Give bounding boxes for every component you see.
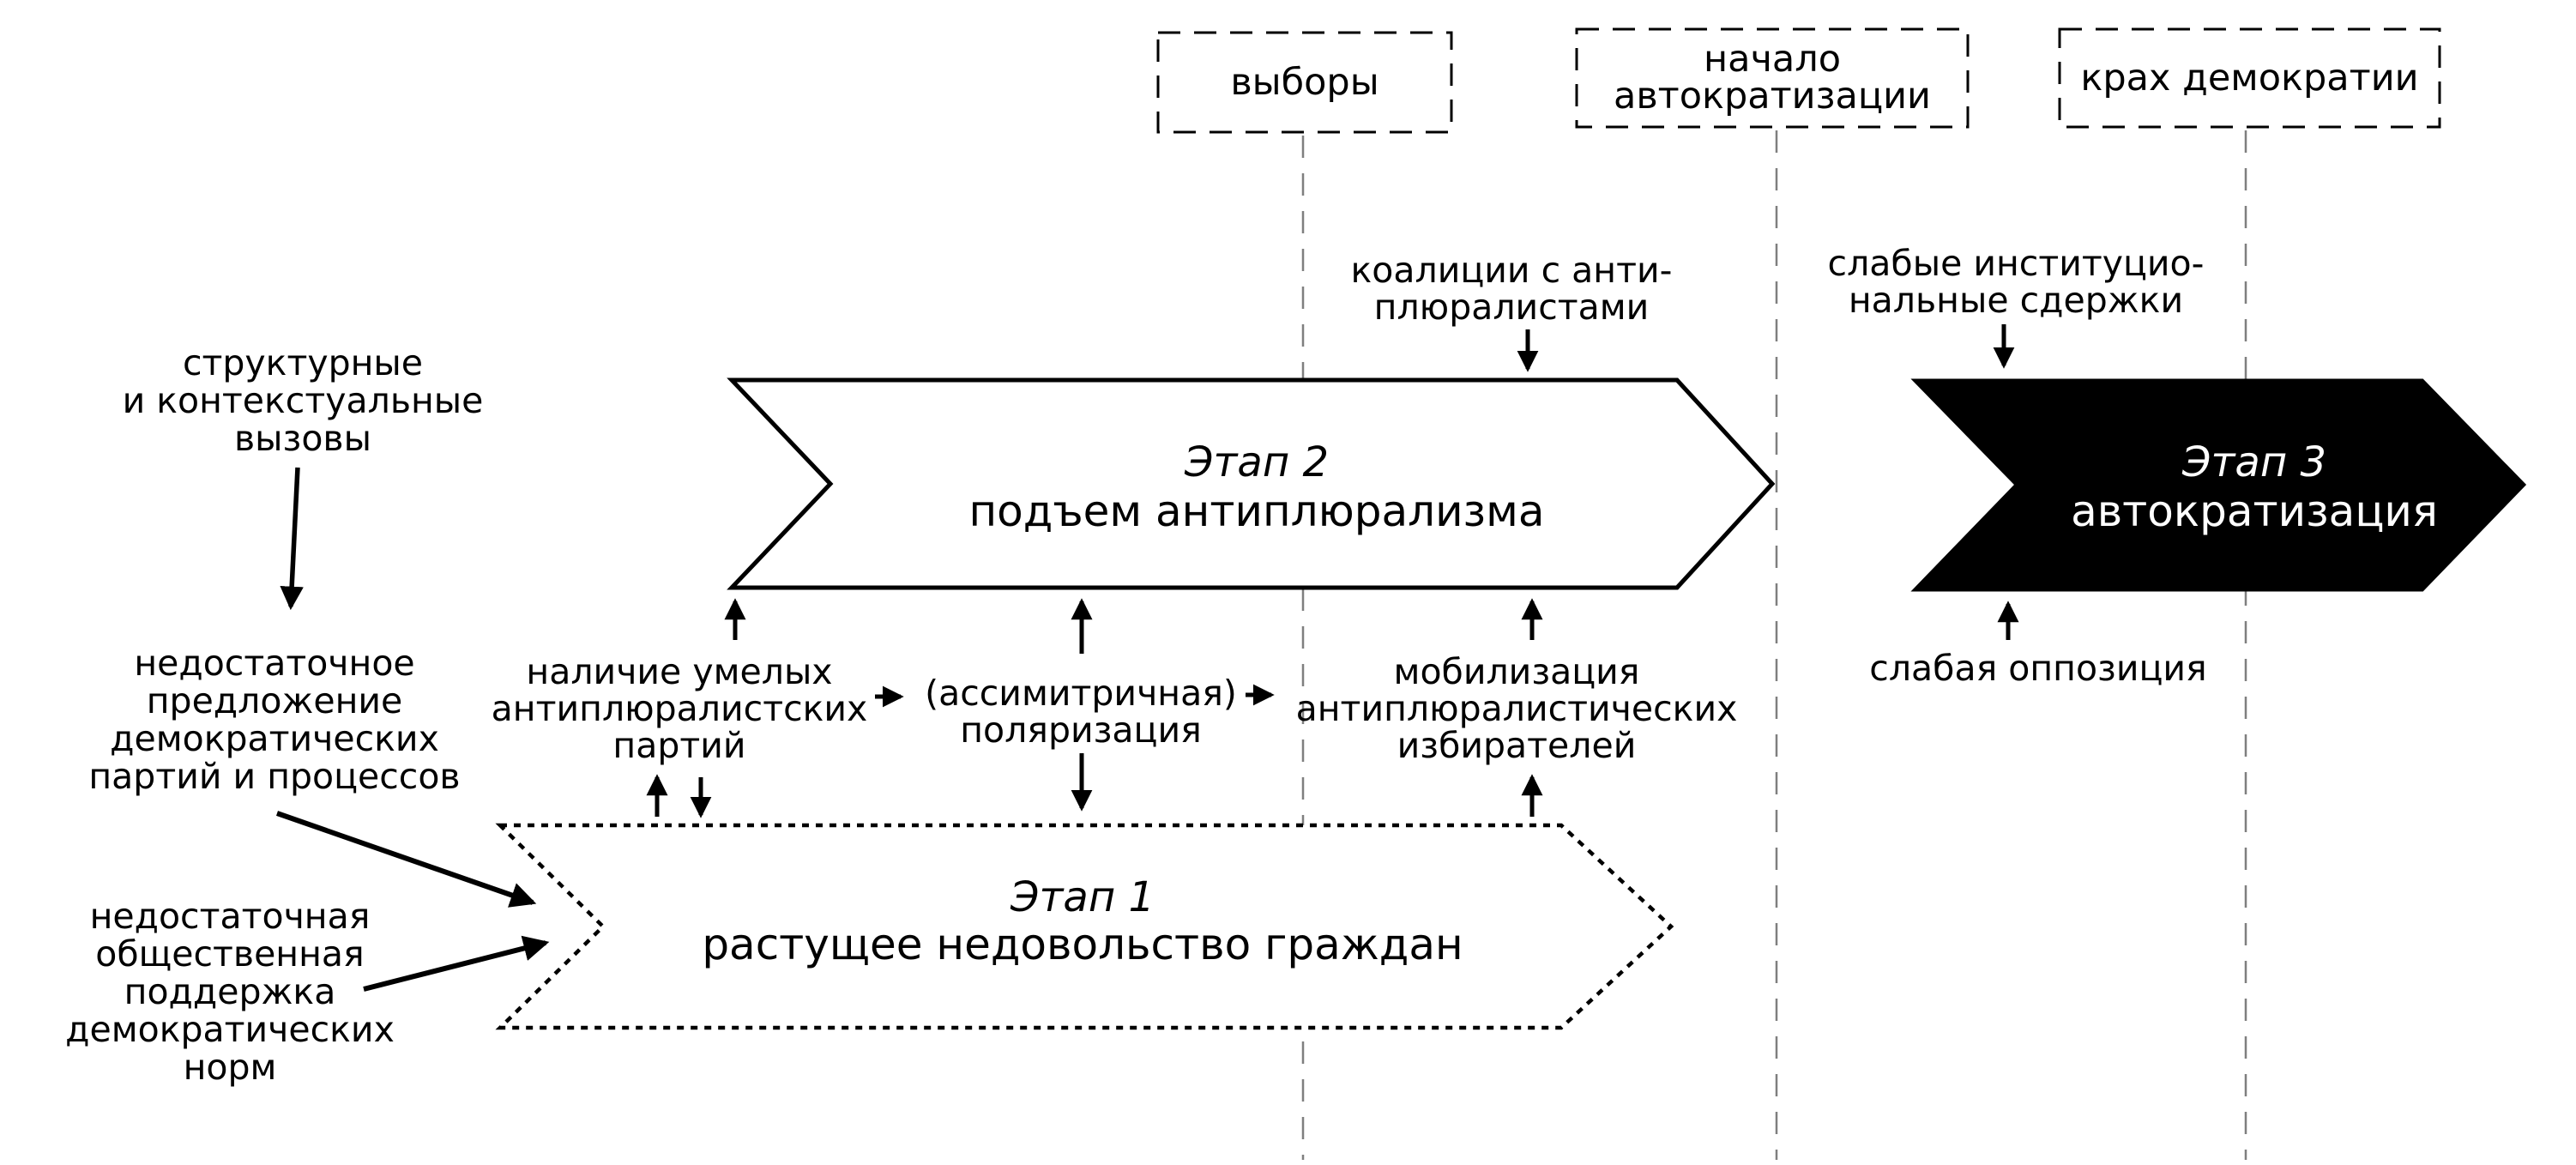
arrow-structural-to-supply	[280, 467, 304, 611]
factor-skilled-antipluralist-parties: наличие умелых антиплюралистских партий	[491, 651, 868, 766]
factor-weak-opposition: слабая оппозиция	[1869, 648, 2207, 689]
stage-1-chevron	[495, 823, 1674, 1030]
stage-2-text: Этап 2 подъем антиплюрализма	[828, 438, 1686, 536]
arrow-support-to-stage1	[363, 935, 550, 992]
arrow-supply-to-stage1	[276, 811, 537, 908]
stage-2-subtitle: подъем антиплюрализма	[968, 486, 1545, 536]
factor-weak-institutional-checks: слабые институцио- нальные сдержки	[1827, 243, 2205, 321]
milestone-democracy-collapse-label: крах демократии	[2080, 56, 2419, 100]
milestone-autocratization-onset-label: начало автократизации	[1613, 38, 1932, 118]
autocratization-onset-box	[1575, 27, 1970, 129]
elections-box	[1156, 31, 1453, 134]
stage-1-text: Этап 1 растущее недовольство граждан	[594, 874, 1571, 969]
factor-insufficient-democratic-supply: недостаточное предложение демократически…	[88, 643, 461, 797]
stage-1-subtitle: растущее недовольство граждан	[702, 920, 1463, 969]
factor-asymmetric-polarization: (ассимитричная) поляризация	[925, 673, 1237, 751]
stage-3-chevron	[1910, 378, 2527, 592]
stage-2-chevron	[727, 377, 1776, 590]
democracy-collapse-box	[2058, 27, 2441, 129]
stage-2-title: Этап 2	[1184, 438, 1330, 486]
factor-antipluralist-voter-mobilization: мобилизация антиплюралистических избират…	[1295, 651, 1738, 766]
factor-structural-contextual-challenges: структурные и контекстуальные вызовы	[122, 342, 484, 459]
stage-1-title: Этап 1	[1010, 873, 1155, 921]
stage-3-text: Этап 3 автократизация	[2016, 438, 2493, 536]
milestone-elections-label: выборы	[1230, 60, 1379, 104]
factor-coalitions-with-antipluralists: коалиции с анти- плюралистами	[1350, 250, 1673, 328]
stage-3-title: Этап 3	[2181, 438, 2327, 486]
stage-3-subtitle: автократизация	[2071, 486, 2438, 536]
factor-insufficient-public-support: недостаточная общественная поддержка дем…	[65, 896, 395, 1088]
